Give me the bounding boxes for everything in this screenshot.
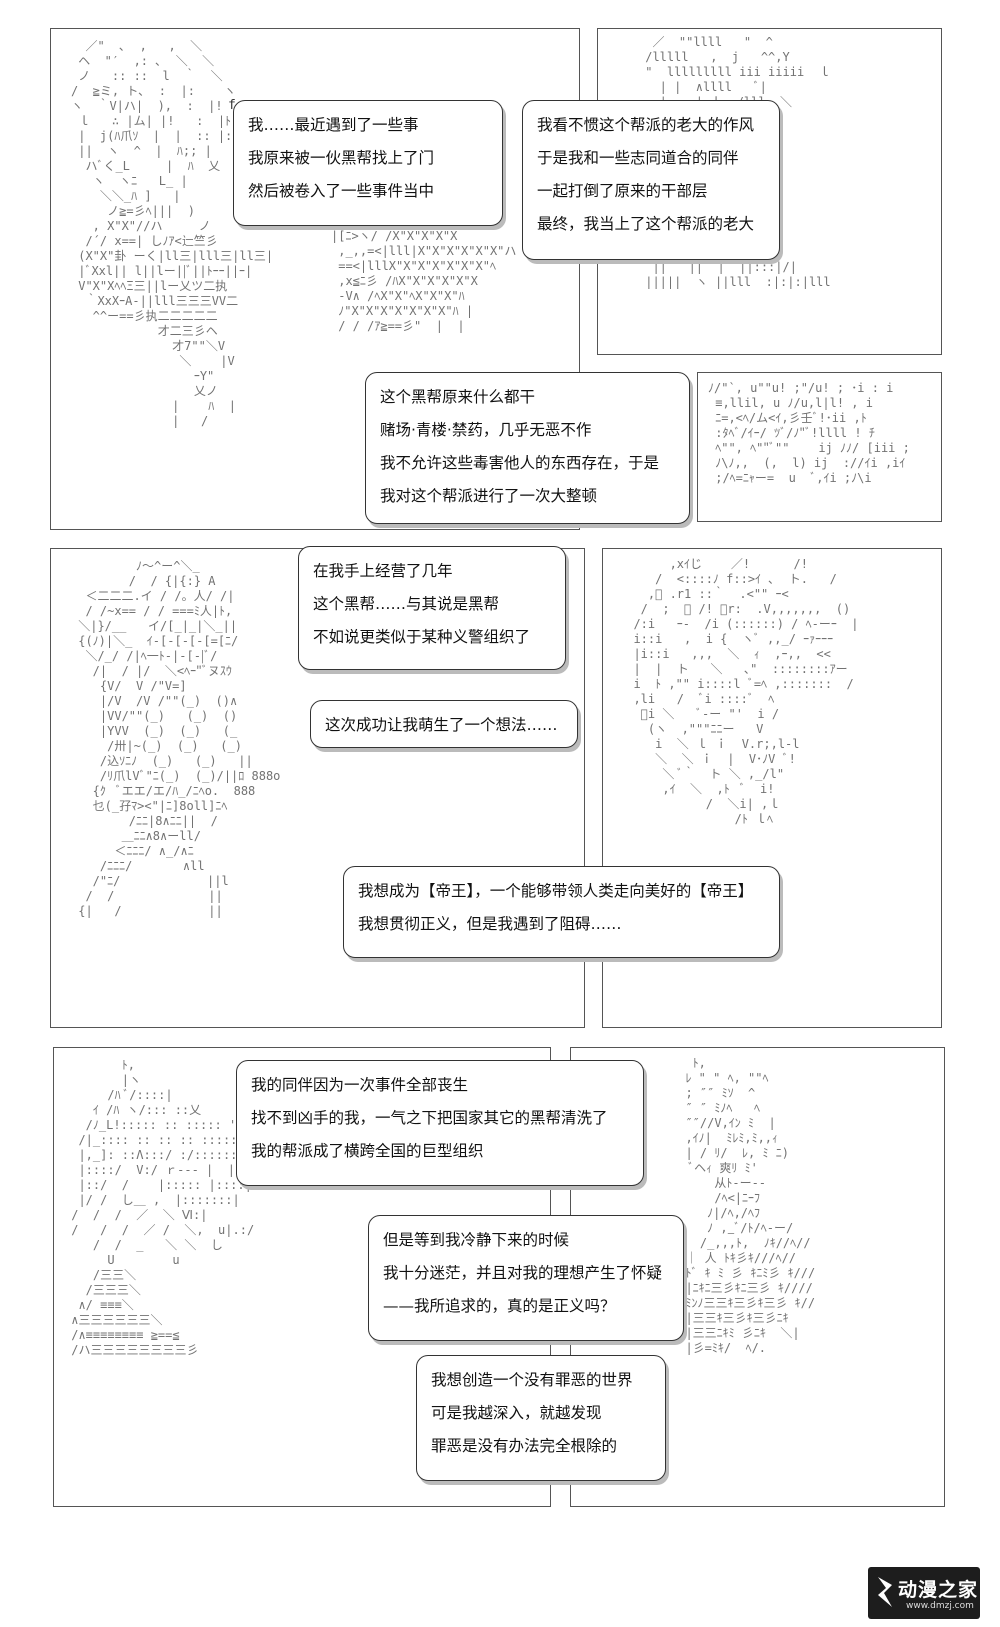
bubble-line: 找不到凶手的我，一气之下把国家其它的黑帮清洗了 (251, 1109, 608, 1127)
bubble-line: 我对这个帮派进行了一次大整顿 (380, 487, 598, 505)
ascii-art-character: ﾄ, ﾚ " " ﾍ, ""ﾍ ; ″″ ﾐｿ ^ ″ ″ ﾐﾉﾍ ﾍ ″″//… (685, 1056, 816, 1355)
logo-url: www.dmzj.com (906, 1601, 974, 1611)
bubble-line: 在我手上经营了几年 (313, 562, 453, 580)
speech-bubble-7: 我的同伴因为一次事件全部丧生 找不到凶手的我，一气之下把国家其它的黑帮清洗了 我… (236, 1060, 644, 1186)
bubble-line: 最终，我当上了这个帮派的老大 (537, 215, 755, 233)
bubble-line: 我想贯彻正义，但是我遇到了阻碍…… (358, 915, 622, 933)
bubble-line: 我的同伴因为一次事件全部丧生 (251, 1076, 469, 1094)
bubble-line: 于是我和一些志同道合的同伴 (537, 149, 739, 167)
bubble-line: 然后被卷入了一些事件当中 (248, 182, 435, 200)
bubble-line: 但是等到我冷静下来的时候 (383, 1231, 570, 1249)
bubble-line: 可是我越深入，就越发现 (431, 1404, 602, 1422)
site-logo: 动漫之家 www.dmzj.com (868, 1567, 980, 1619)
ascii-art-character: ,xｲじ ／! /! / <::::ﾉ f::>ｲ ､ ト. / ,ﾞ .r1 … (633, 557, 859, 826)
speech-bubble-2: 我看不惯这个帮派的老大的作风 于是我和一些志同道合的同伴 一起打倒了原来的干部层… (522, 100, 780, 260)
bubble-line: 我十分迷茫，并且对我的理想产生了怀疑 (383, 1264, 663, 1282)
bubble-line: 我不允许这些毒害他人的东西存在，于是 (380, 454, 660, 472)
ascii-art-pattern: |[ﾆ>ヽ/ /X"X"X"X"X ,_,,=<|lll|X"X"X"X"X"X… (331, 229, 517, 333)
bubble-line: 赌场·青楼·禁药，几乎无恶不作 (380, 421, 592, 439)
bubble-line: 我想成为【帝王】，一个能够带领人类走向美好的【帝王】 (358, 882, 754, 900)
bubble-line: 我的帮派成了横跨全国的巨型组织 (251, 1142, 484, 1160)
logo-icon (878, 1577, 892, 1607)
bubble-line: 这次成功让我萌生了一个想法…… (325, 716, 558, 734)
speech-bubble-1: 我……最近遇到了一些事 我原来被一伙黑帮找上了门 然后被卷入了一些事件当中 (233, 100, 503, 226)
speech-bubble-6: 我想成为【帝王】，一个能够带领人类走向美好的【帝王】 我想贯彻正义，但是我遇到了… (343, 866, 780, 958)
bubble-line: 我看不惯这个帮派的老大的作风 (537, 116, 755, 134)
ascii-art-character: ﾄ, |ヽ /ﾊ ﾞ/::::| ｲ /ﾊ ヽ/::: ::乂 /ﾉ_L!:::… (71, 1058, 333, 1357)
ascii-art-pattern: ﾉ/"`, u""u! ;"/u! ; ･i : i ≡,llil, u ﾉ/u… (708, 381, 910, 485)
panel-middle-right-small: ﾉ/"`, u""u! ;"/u! ; ･i : i ≡,llil, u ﾉ/u… (697, 372, 942, 522)
bubble-line: 我原来被一伙黑帮找上了门 (248, 149, 435, 167)
speech-bubble-4: 在我手上经营了几年 这个黑帮……与其说是黑帮 不如说更类似于某种义警组织了 (298, 546, 566, 670)
bubble-line: 我……最近遇到了一些事 (248, 116, 419, 134)
bubble-line: 我想创造一个没有罪恶的世界 (431, 1371, 633, 1389)
ascii-art-character: ／" ､ , , ＼ ヘ "′ ,: ､ ＼ ＼ ノ :: :: l ｀ ＼ /… (71, 39, 274, 428)
speech-bubble-8: 但是等到我冷静下来的时候 我十分迷茫，并且对我的理想产生了怀疑 ——我所追求的，… (368, 1215, 684, 1341)
bubble-tail: f (228, 98, 236, 113)
bubble-line: 一起打倒了原来的干部层 (537, 182, 708, 200)
logo-text: 动漫之家 (898, 1579, 979, 1601)
bubble-line: ——我所追求的，真的是正义吗？ (383, 1297, 616, 1315)
bubble-line: 罪恶是没有办法完全根除的 (431, 1437, 618, 1455)
bubble-line: 不如说更类似于某种义警组织了 (313, 628, 531, 646)
speech-bubble-9: 我想创造一个没有罪恶的世界 可是我越深入，就越发现 罪恶是没有办法完全根除的 (416, 1355, 666, 1481)
bubble-line: 这个黑帮……与其说是黑帮 (313, 595, 500, 613)
ascii-art-character: ﾉ～^ー^＼_ / / {|{:} A ＜二二二.イ / /。人/ /| / /… (78, 559, 281, 918)
speech-bubble-5: 这次成功让我萌生了一个想法…… (310, 700, 578, 748)
speech-bubble-3: 这个黑帮原来什么都干 赌场·青楼·禁药，几乎无恶不作 我不允许这些毒害他人的东西… (365, 372, 690, 524)
bubble-line: 这个黑帮原来什么都干 (380, 388, 536, 406)
